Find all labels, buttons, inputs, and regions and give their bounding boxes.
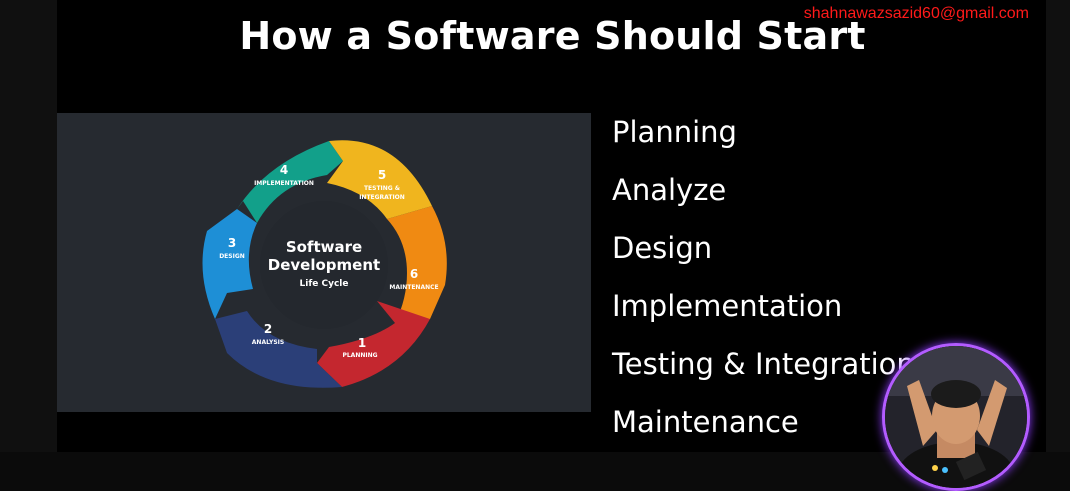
sdlc-wheel: Software Development Life Cycle 1 PLANNI… (202, 140, 447, 388)
segment-6-number: 6 (410, 267, 418, 281)
segment-1-label: PLANNING (342, 352, 377, 359)
segment-maintenance (387, 206, 447, 323)
segment-testing (327, 140, 432, 219)
segment-5-label: TESTING & (364, 185, 400, 192)
segment-design (202, 209, 257, 319)
presenter-icon (885, 346, 1027, 488)
sdlc-steps-list: Planning Analyze Design Implementation T… (612, 110, 915, 458)
hub (260, 201, 388, 329)
segment-4-number: 4 (280, 163, 288, 177)
segment-3-number: 3 (228, 236, 236, 250)
presenter-webcam-overlay (882, 343, 1030, 491)
segment-4-label: IMPLEMENTATION (254, 180, 314, 187)
letterbox-left (0, 0, 57, 452)
sdlc-diagram: Software Development Life Cycle 1 PLANNI… (57, 113, 591, 412)
segment-1-number: 1 (358, 336, 366, 350)
watermark-email: shahnawazsazid60@gmail.com (803, 5, 1029, 22)
step-item: Testing & Integration (612, 347, 915, 381)
segment-5-label2: INTEGRATION (359, 194, 405, 201)
hub-line2: Development (268, 256, 380, 274)
step-item: Analyze (612, 173, 727, 207)
hub-line3: Life Cycle (300, 279, 349, 289)
slide-title: How a Software Should Start (239, 14, 866, 58)
hub-line1: Software (286, 238, 362, 256)
step-item: Implementation (612, 289, 843, 323)
letterbox-right (1046, 0, 1070, 452)
step-item: Planning (612, 115, 737, 149)
segment-planning (317, 301, 430, 387)
segment-analysis (215, 311, 342, 388)
segment-6-label: MAINTENANCE (389, 284, 438, 291)
segment-2-label: ANALYSIS (252, 339, 284, 346)
segment-implementation (237, 141, 343, 223)
segment-2-number: 2 (264, 322, 272, 336)
step-item: Maintenance (612, 405, 799, 439)
segment-3-label: DESIGN (219, 253, 245, 260)
step-item: Design (612, 231, 713, 265)
segment-5-number: 5 (378, 168, 386, 182)
